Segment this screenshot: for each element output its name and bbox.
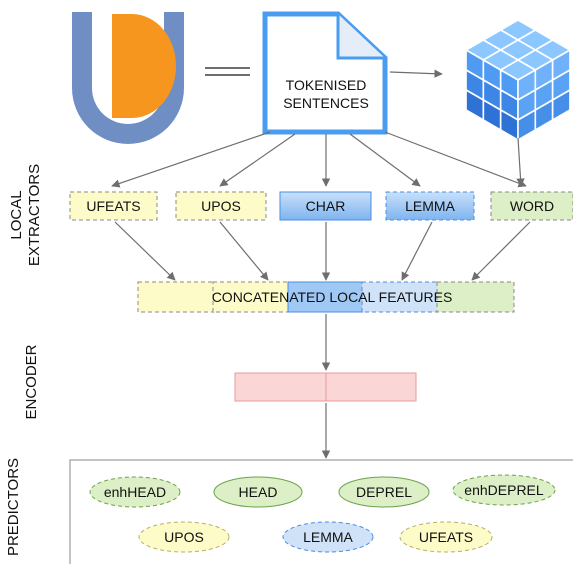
predictor-enhhead: enhHEAD xyxy=(89,476,181,508)
extractor-word: WORD xyxy=(490,191,573,221)
extractor-upos-label: UPOS xyxy=(201,198,241,214)
predictors-label: PREDICTORS xyxy=(5,458,22,556)
encoder-label: ENCODER xyxy=(23,344,40,419)
predictor-ufeats-label: UFEATS xyxy=(419,529,473,545)
document-label-line-2: SENTENCES xyxy=(283,95,369,111)
predictor-lemma: LEMMA xyxy=(282,521,374,553)
equals-sign xyxy=(205,67,250,76)
tokenised-sentences-document: TOKENISED SENTENCES xyxy=(262,11,388,135)
predictor-lemma-label: LEMMA xyxy=(303,529,353,545)
extractor-arrows xyxy=(114,221,531,281)
document-arrows xyxy=(111,69,527,188)
section-label-encoder: ENCODER xyxy=(23,344,40,419)
predictor-deprel-label: DEPREL xyxy=(356,484,412,500)
extractor-ufeats-label: UFEATS xyxy=(86,198,140,214)
predictor-deprel: DEPREL xyxy=(338,476,430,508)
extractor-word-label: WORD xyxy=(510,198,554,214)
predictors-container xyxy=(69,459,573,564)
encoder-block xyxy=(234,372,417,402)
extractor-char: CHAR xyxy=(279,191,372,221)
extractor-upos: UPOS xyxy=(175,191,267,221)
local-label: LOCAL xyxy=(8,190,25,239)
extractor-lemma-label: LEMMA xyxy=(405,198,455,214)
extractors-label: EXTRACTORS xyxy=(26,164,43,266)
predictor-ufeats: UFEATS xyxy=(399,521,493,553)
predictor-head-label: HEAD xyxy=(239,484,278,500)
predictor-enhdeprel: enhDEPREL xyxy=(452,474,556,506)
predictor-upos: UPOS xyxy=(138,521,230,553)
predictor-enhhead-label: enhHEAD xyxy=(104,484,166,500)
extractor-ufeats: UFEATS xyxy=(69,191,158,221)
section-label-local-extractors: LOCAL EXTRACTORS xyxy=(8,164,43,266)
extractor-char-label: CHAR xyxy=(306,198,346,214)
concat-label: CONCATENATED LOCAL FEATURES xyxy=(212,289,453,305)
document-label-line-1: TOKENISED xyxy=(286,77,367,93)
cube-cell xyxy=(551,88,571,122)
ud-logo xyxy=(72,12,184,144)
section-label-predictors: PREDICTORS xyxy=(5,458,22,556)
embedding-cube-icon xyxy=(464,19,572,142)
predictor-head: HEAD xyxy=(213,476,303,508)
predictor-enhdeprel-label: enhDEPREL xyxy=(464,482,544,498)
concatenated-local-features: CONCATENATED LOCAL FEATURES xyxy=(137,281,515,313)
predictor-upos-label: UPOS xyxy=(164,529,204,545)
extractor-lemma: LEMMA xyxy=(385,191,475,221)
